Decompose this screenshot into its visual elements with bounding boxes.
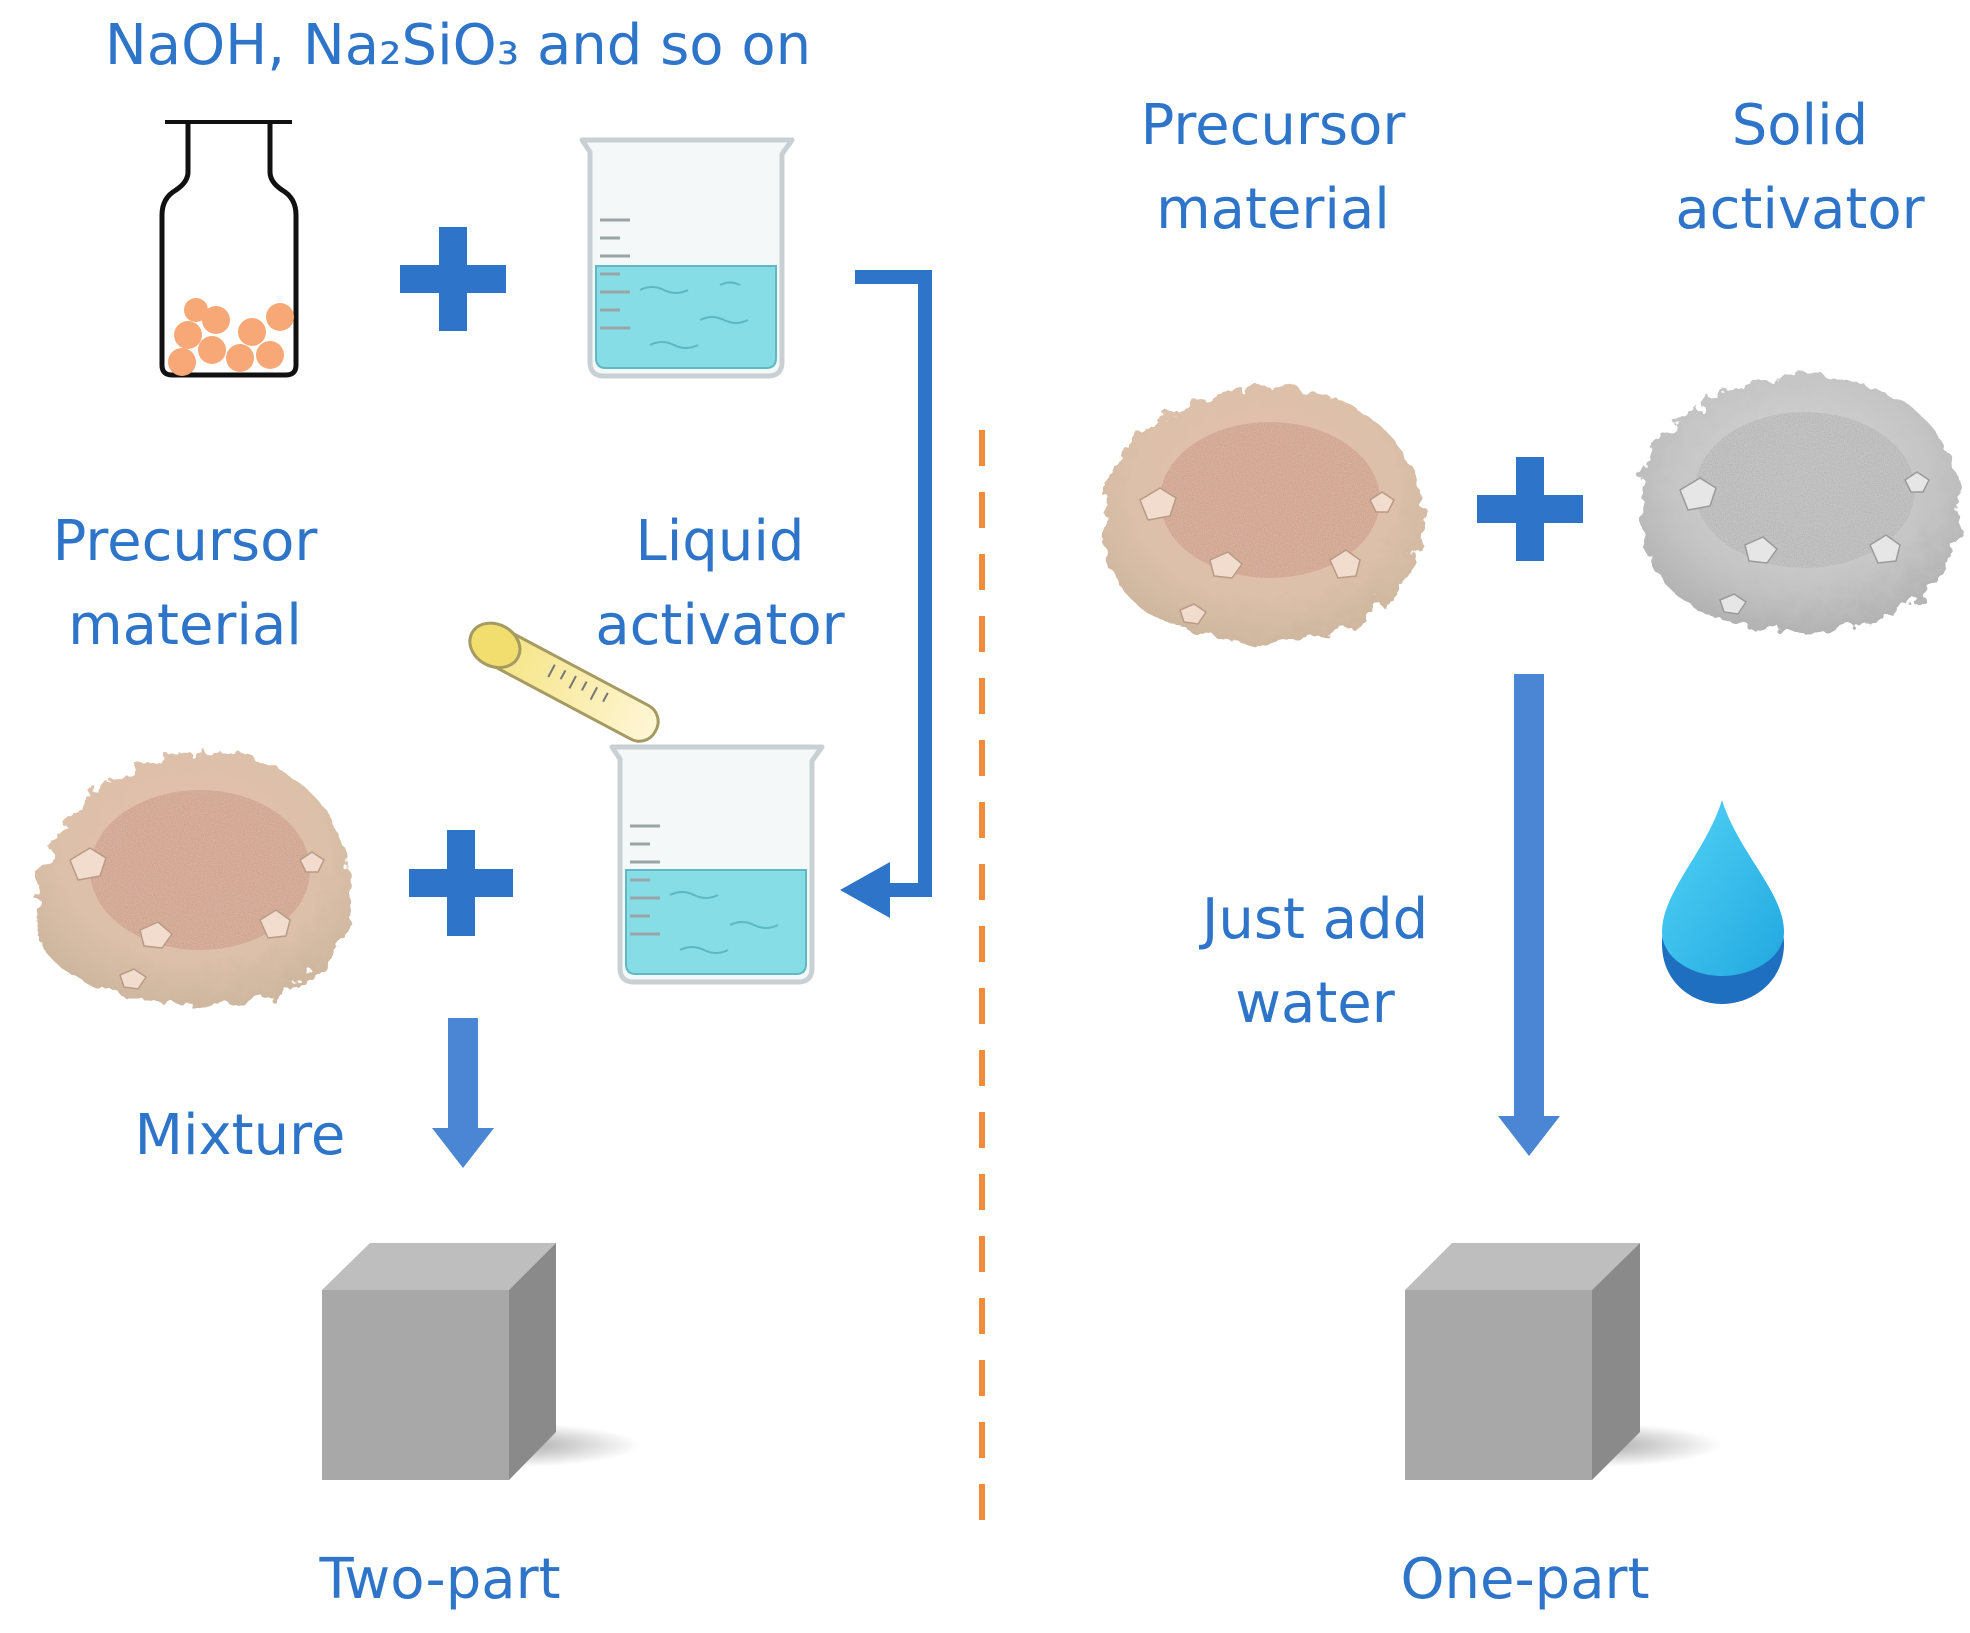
precursor-label-line-1: Precursor bbox=[1140, 93, 1406, 158]
beaker-icon bbox=[579, 137, 795, 379]
liquid-activator-line-1: Liquid bbox=[635, 509, 805, 574]
plus-icon bbox=[409, 830, 513, 936]
water-label-line-1: Just add bbox=[1201, 887, 1429, 952]
plus-icon bbox=[1477, 457, 1583, 561]
solid-activator-line-1: Solid bbox=[1731, 93, 1869, 158]
beaker-icon bbox=[609, 744, 825, 985]
precursor-label-line-2: material bbox=[68, 593, 302, 658]
precursor-label-line-1: Precursor bbox=[52, 509, 318, 574]
plus-icon bbox=[400, 227, 506, 331]
mixture-label: Mixture bbox=[134, 1103, 346, 1168]
solid-activator-line-2: activator bbox=[1675, 177, 1925, 242]
down-arrow bbox=[1498, 674, 1560, 1156]
powder-pile-icon bbox=[36, 751, 353, 1006]
bottle-icon bbox=[159, 120, 299, 378]
liquid-activator-line-2: activator bbox=[595, 593, 845, 658]
water-drop-icon bbox=[1662, 800, 1784, 1004]
precursor-label-left: Precursor material bbox=[30, 500, 340, 668]
water-label-line-2: water bbox=[1235, 971, 1395, 1036]
powder-pile-icon bbox=[1641, 375, 1962, 633]
solid-activator-label: Solid activator bbox=[1660, 84, 1940, 252]
liquid-activator-label: Liquid activator bbox=[575, 500, 865, 668]
cube-icon bbox=[322, 1243, 640, 1480]
pellets bbox=[168, 298, 294, 376]
reagents-label: NaOH, Na₂SiO₃ and so on bbox=[104, 13, 812, 78]
one-part-label: One-part bbox=[1400, 1547, 1650, 1612]
precursor-label-line-2: material bbox=[1156, 177, 1390, 242]
precursor-label-right: Precursor material bbox=[1118, 84, 1428, 252]
pipette-icon bbox=[468, 621, 660, 743]
cube-icon bbox=[1405, 1243, 1722, 1480]
down-arrow bbox=[432, 1018, 494, 1168]
powder-pile-icon bbox=[1105, 387, 1423, 643]
elbow-arrow bbox=[840, 270, 932, 918]
two-part-label: Two-part bbox=[319, 1547, 561, 1612]
just-add-water-label: Just add water bbox=[1175, 878, 1455, 1046]
